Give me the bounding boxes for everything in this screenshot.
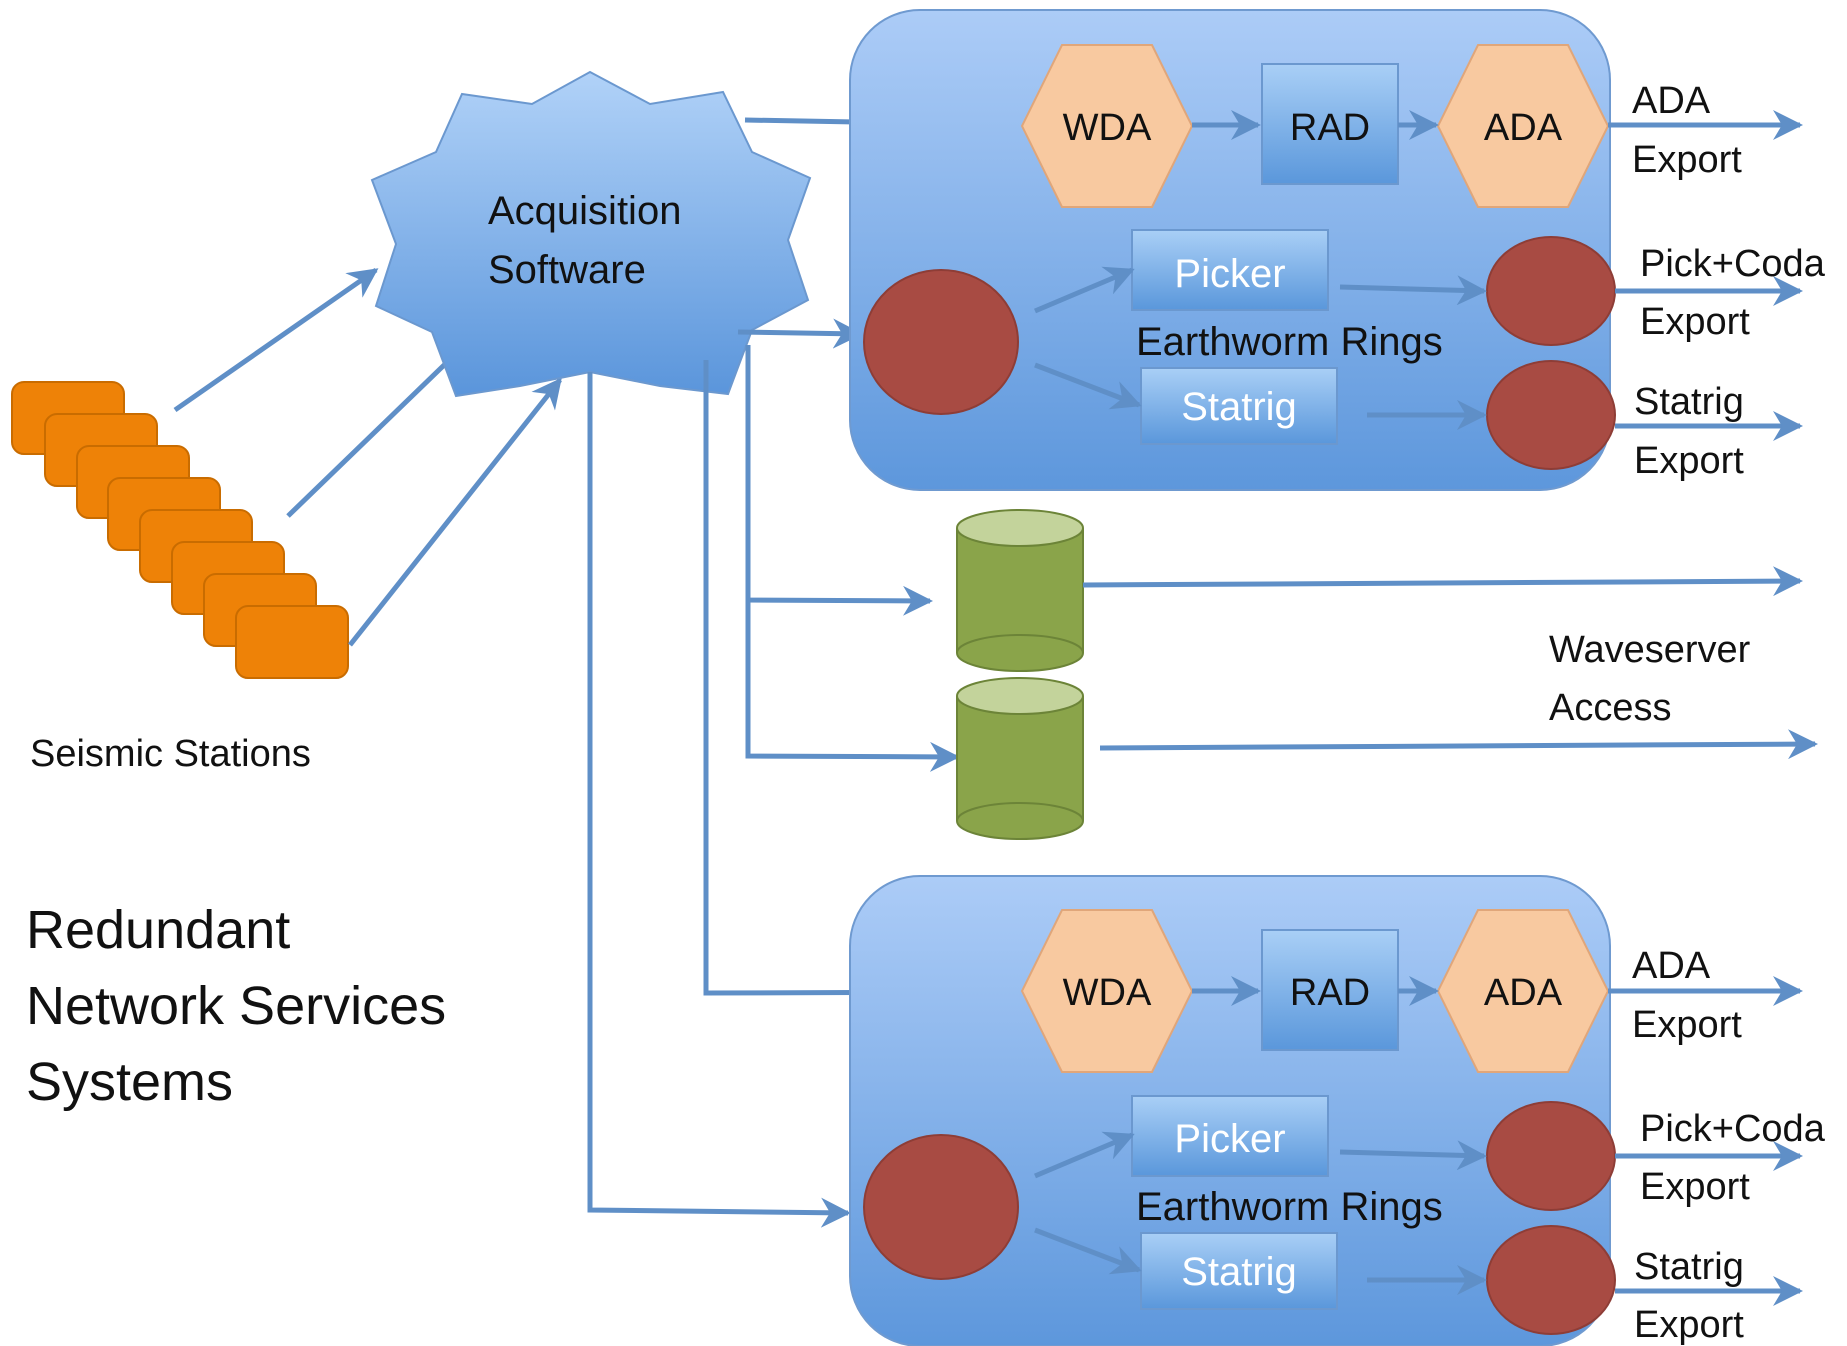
top-ring-statrig-arrow [1034, 362, 1142, 410]
title-line-3: Systems [26, 1052, 233, 1112]
top-statrig-label: Statrig [1181, 385, 1297, 429]
top-ada-export-line-2: Export [1632, 139, 1742, 181]
top-pick-export-line-2: Export [1640, 301, 1750, 343]
top-pick-export-line-1: Pick+Coda [1640, 243, 1826, 285]
top-ada-label: ADA [1484, 107, 1563, 149]
database-1-body [957, 528, 1083, 653]
top-statrig-box [1140, 367, 1338, 445]
top-rad-box [1261, 63, 1399, 185]
database-1-top [956, 509, 1084, 547]
bottom-ada-export-line-1: ADA [1632, 945, 1711, 987]
waveserver-databases [956, 509, 1084, 840]
bottom-pick-export-line-2: Export [1640, 1166, 1750, 1208]
top-pick-ring [1486, 236, 1616, 346]
database-2-body [957, 696, 1083, 821]
top-input-ring [863, 269, 1019, 415]
bottom-statrig-box [1140, 1232, 1338, 1310]
route-to-bottom-ring [587, 372, 851, 1228]
acquisition-label-line-2: Software [488, 248, 646, 292]
bottom-wda-label: WDA [1063, 972, 1152, 1014]
route-to-database-2 [745, 600, 960, 772]
database-2 [956, 677, 1084, 840]
bottom-statrig-ring [1486, 1225, 1616, 1335]
bottom-statrig-export-line-1: Statrig [1634, 1246, 1744, 1288]
route-to-top-ring [737, 318, 863, 349]
bottom-input-ring [863, 1134, 1019, 1280]
bottom-pick-ring [1486, 1101, 1616, 1211]
station-arrow-2 [286, 337, 473, 518]
seismic-stations [11, 381, 349, 679]
top-statrig-export-line-2: Export [1634, 440, 1744, 482]
database-2-top [956, 677, 1084, 715]
database-2-access-arrow [1099, 729, 1818, 760]
top-wda-hexagon [1020, 44, 1194, 208]
bottom-statrig-export-line-2: Export [1634, 1304, 1744, 1346]
bottom-rad-label: RAD [1290, 972, 1370, 1014]
bottom-ring-picker-arrow [1034, 1131, 1135, 1179]
bottom-statrig-label: Statrig [1181, 1250, 1297, 1294]
bottom-pick-export-line-1: Pick+Coda [1640, 1108, 1826, 1150]
top-picker-label: Picker [1174, 252, 1285, 296]
stations-label: Seismic Stations [30, 733, 311, 775]
top-statrig-ring [1486, 360, 1616, 470]
acquisition-starburst [370, 70, 812, 398]
title-line-1: Redundant [26, 900, 290, 960]
bottom-ada-export-line-2: Export [1632, 1004, 1742, 1046]
top-picker-box [1131, 229, 1329, 311]
bottom-wda-hexagon [1020, 909, 1194, 1073]
system-bottom: WDA RAD ADA Picker Statrig Earthworm Rin… [849, 875, 1616, 1346]
title-line-2: Network Services [26, 976, 446, 1036]
acquisition-software: Acquisition Software [370, 70, 812, 398]
waveserver-label-line-1: Waveserver [1549, 629, 1751, 671]
bottom-picker-pick-arrow [1339, 1140, 1487, 1171]
top-ring-picker-arrow [1034, 266, 1135, 314]
bottom-picker-label: Picker [1174, 1117, 1285, 1161]
bottom-rad-box [1261, 929, 1399, 1051]
database-1-bottom [956, 634, 1084, 672]
bottom-picker-box [1131, 1095, 1329, 1177]
bottom-rings-label: Earthworm Rings [1136, 1185, 1443, 1229]
acquisition-label-line-1: Acquisition [488, 189, 681, 233]
station-arrows [173, 267, 562, 647]
database-1-access-arrow [1082, 566, 1803, 597]
database-2-bottom [956, 802, 1084, 840]
top-wda-label: WDA [1063, 107, 1152, 149]
top-picker-pick-arrow [1339, 275, 1487, 306]
top-statrig-export-line-1: Statrig [1634, 381, 1744, 423]
top-rings-label: Earthworm Rings [1136, 320, 1443, 364]
database-1 [956, 509, 1084, 672]
waveserver-label-line-2: Access [1549, 687, 1671, 729]
bottom-ada-label: ADA [1484, 972, 1563, 1014]
bottom-ring-statrig-arrow [1034, 1227, 1142, 1275]
top-ada-export-line-1: ADA [1632, 80, 1711, 122]
station-arrow-1 [173, 267, 379, 413]
top-rad-label: RAD [1290, 107, 1370, 149]
station-8 [235, 605, 349, 679]
system-top: WDA RAD ADA Picker Statrig Earthworm Rin… [849, 9, 1616, 491]
station-arrow-3 [348, 377, 562, 647]
